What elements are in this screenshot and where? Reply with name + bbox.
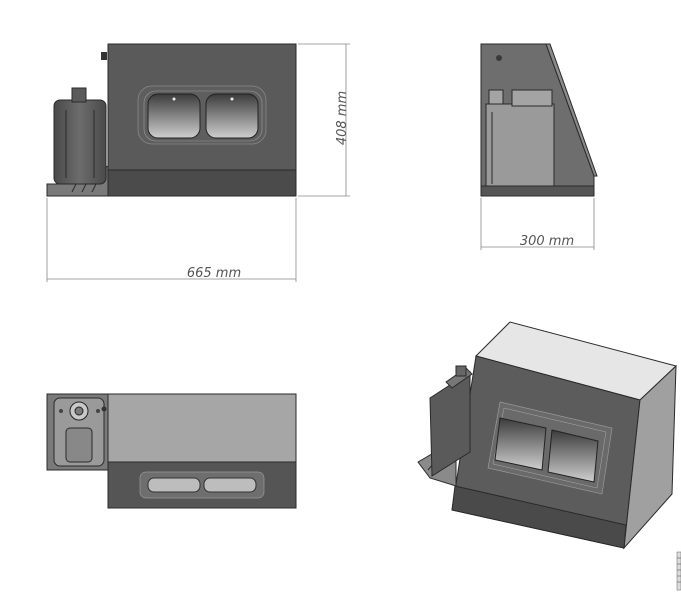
dimension-height-label: 408 mm (335, 91, 350, 145)
dimension-width-label: 665 mm (187, 266, 241, 281)
iso-basin-right (547, 429, 599, 483)
isometric-view (417, 321, 677, 550)
front-width-dimension: 665 mm (46, 198, 297, 282)
front-plinth (107, 169, 297, 197)
top-cabinet-lid (107, 393, 297, 463)
side-jerrycan (485, 103, 555, 189)
dimension-depth-label: 300 mm (520, 234, 574, 249)
front-jerrycan (53, 99, 107, 185)
side-view: 300 mm (480, 43, 598, 250)
front-faucet-left (172, 97, 176, 101)
front-faucet-right (230, 97, 234, 101)
side-knob (496, 55, 502, 61)
side-base (480, 185, 595, 197)
iso-basin-left (494, 417, 547, 471)
front-basin-left (147, 93, 201, 139)
side-slanted-edge (545, 43, 598, 177)
top-jerrycan-handle (65, 427, 93, 463)
top-basin-left (147, 477, 201, 493)
front-knob (101, 52, 107, 60)
iso-jerrycan-cap (455, 365, 467, 377)
front-basin-right (205, 93, 259, 139)
top-view (46, 393, 297, 509)
front-view: 408 mm 665 mm (46, 43, 350, 282)
iso-side-face (623, 364, 677, 550)
side-depth-dimension: 300 mm (480, 198, 595, 250)
top-basin-right (203, 477, 257, 493)
iso-plinth (451, 485, 627, 549)
front-height-dimension: 408 mm (298, 43, 350, 197)
side-jerrycan-handle (511, 89, 553, 107)
front-basin-outline (143, 90, 263, 142)
side-jerrycan-cap (488, 89, 504, 105)
front-jerrycan-cap (71, 87, 87, 103)
scale-marker (676, 551, 681, 591)
top-knob (101, 406, 107, 412)
